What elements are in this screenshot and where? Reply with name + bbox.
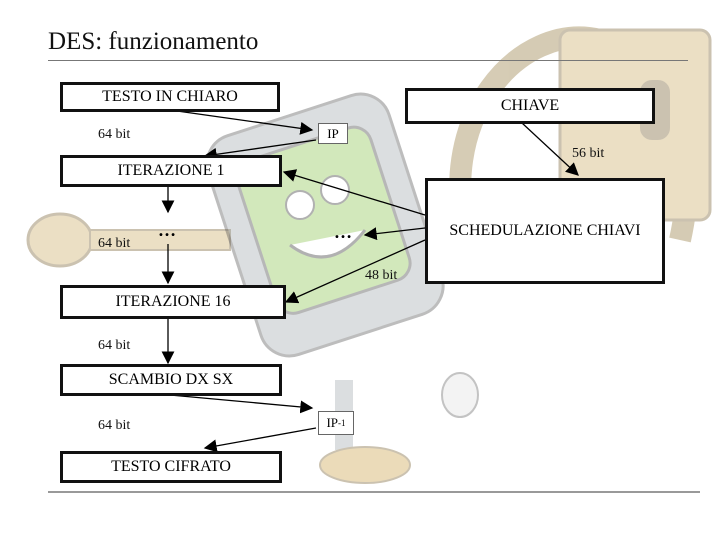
ip-inverse-superscript: -1	[338, 418, 346, 428]
arrow-subkey-to-ellipsis	[363, 227, 426, 241]
subkeys-ellipsis: …	[334, 222, 352, 242]
rounds-ellipsis: …	[158, 220, 176, 240]
arrow-plaintext-to-ip	[169, 109, 314, 135]
bits-plaintext-label: 64 bit	[98, 127, 131, 142]
bits-subkey-label: 48 bit	[365, 268, 398, 283]
key-schedule-box: SCHEDULAZIONE CHIAVI	[425, 178, 665, 284]
swap-box: SCAMBIO DX SX	[60, 364, 282, 396]
title-divider	[48, 60, 688, 61]
arrow-subkey-to-round1	[282, 169, 426, 216]
arrow-ip-to-round1	[203, 139, 317, 161]
round-16-box: ITERAZIONE 16	[60, 285, 286, 319]
arrow-swap-to-ipinv	[169, 394, 314, 414]
plaintext-box: TESTO IN CHIARO	[60, 82, 280, 112]
bits-after-round16-label: 64 bit	[98, 338, 131, 353]
ciphertext-box: TESTO CIFRATO	[60, 451, 282, 483]
bits-key-label: 56 bit	[572, 146, 605, 161]
key-box: CHIAVE	[405, 88, 655, 124]
key-illustration	[26, 212, 231, 268]
arrow-subkey-to-round16	[284, 239, 426, 304]
bits-round-label: 64 bit	[98, 236, 131, 251]
ip-inverse-label: IP	[326, 415, 339, 430]
arrow-ipinv-to-ciphertext	[203, 427, 317, 453]
arrow-key-to-schedule	[521, 122, 579, 176]
bits-after-swap-label: 64 bit	[98, 418, 131, 433]
slide-title: DES: funzionamento	[48, 28, 259, 55]
footer-divider	[48, 491, 700, 493]
round-1-box: ITERAZIONE 1	[60, 155, 282, 187]
padlock-illustration	[449, 26, 712, 254]
ip-operator: IP	[318, 123, 348, 144]
ip-inverse-operator: IP-1	[318, 411, 354, 435]
